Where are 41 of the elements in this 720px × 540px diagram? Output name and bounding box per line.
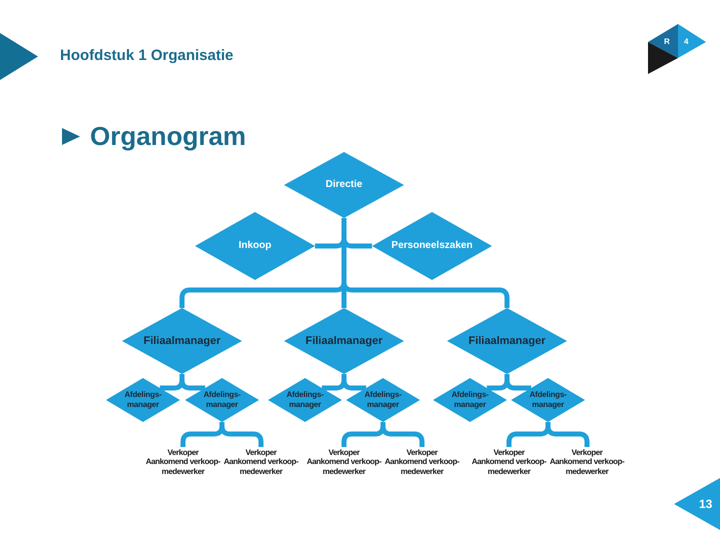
node-label: Afdelings- manager: [528, 390, 568, 410]
slide-title: Organogram: [90, 121, 246, 151]
badge-letter: R: [664, 37, 670, 47]
diamond-node: [433, 378, 507, 422]
diamond-node: [195, 212, 315, 280]
diamond-node: [511, 378, 585, 422]
node-label: Inkoop: [238, 240, 272, 252]
diamond-node: [372, 212, 492, 280]
diamond-node: [447, 308, 567, 374]
diamond-node: [284, 152, 404, 218]
diamond-node: [284, 308, 404, 374]
node-label: Aankomend verkoop- medewerker: [548, 457, 626, 476]
diamond-node: [106, 378, 180, 422]
node-label: Aankomend verkoop- medewerker: [470, 457, 548, 476]
node-label: Filiaalmanager: [305, 334, 383, 348]
node-label: Verkoper: [328, 448, 360, 458]
node-label: Verkoper: [571, 448, 603, 458]
page-number: 13: [699, 497, 712, 511]
node-label: Verkoper: [167, 448, 199, 458]
node-label: Filiaalmanager: [143, 334, 221, 348]
diamond-node: [185, 378, 259, 422]
badge-number: 4: [684, 37, 688, 47]
node-label: Afdelings- manager: [202, 390, 242, 410]
node-label: Personeelszaken: [391, 240, 473, 252]
node-label: Aankomend verkoop- medewerker: [384, 457, 460, 476]
chapter-heading: Hoofdstuk 1 Organisatie: [60, 47, 234, 65]
node-label: Afdelings- manager: [123, 390, 163, 410]
diamond-node: [346, 378, 420, 422]
node-label: Aankomend verkoop- medewerker: [306, 457, 382, 476]
node-label: Filiaalmanager: [468, 334, 546, 348]
node-label: Afdelings- manager: [285, 390, 325, 410]
diamond-node: [122, 308, 242, 374]
node-label: Afdelings- manager: [450, 390, 490, 410]
node-label: Verkoper: [406, 448, 438, 458]
node-label: Aankomend verkoop- medewerker: [144, 457, 222, 476]
node-label: Verkoper: [493, 448, 525, 458]
node-label: Directie: [326, 179, 362, 191]
diamond-node: [268, 378, 342, 422]
node-label: Verkoper: [245, 448, 277, 458]
node-label: Aankomend verkoop- medewerker: [222, 457, 300, 476]
node-label: Afdelings- manager: [363, 390, 403, 410]
